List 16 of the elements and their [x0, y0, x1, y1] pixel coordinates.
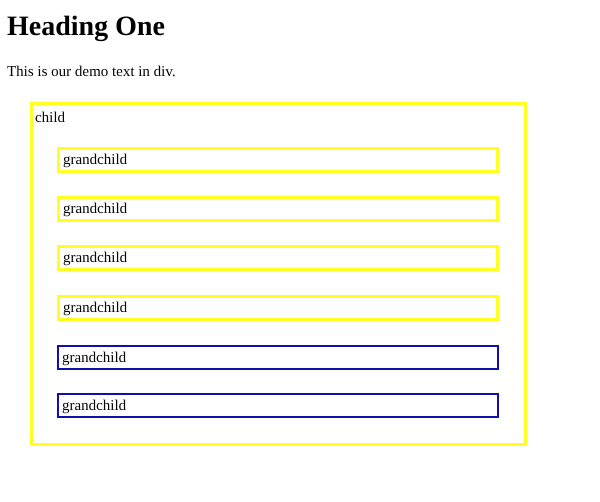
- nested-box: [57, 345, 499, 370]
- box-label: grandchild: [63, 299, 128, 317]
- box-label: grandchild: [63, 249, 128, 267]
- nested-box: [57, 245, 499, 271]
- nested-box: [57, 295, 499, 321]
- box-label: grandchild: [63, 151, 128, 169]
- page-heading: Heading One: [7, 10, 165, 44]
- box-label: child: [35, 109, 65, 127]
- box-label: grandchild: [62, 349, 126, 367]
- nested-box: [57, 393, 499, 418]
- nested-box: [57, 147, 499, 173]
- demo-text: This is our demo text in div.: [7, 63, 176, 81]
- nested-box: [57, 196, 499, 222]
- container-box: [30, 102, 527, 446]
- box-label: grandchild: [62, 397, 126, 415]
- box-label: grandchild: [63, 200, 128, 218]
